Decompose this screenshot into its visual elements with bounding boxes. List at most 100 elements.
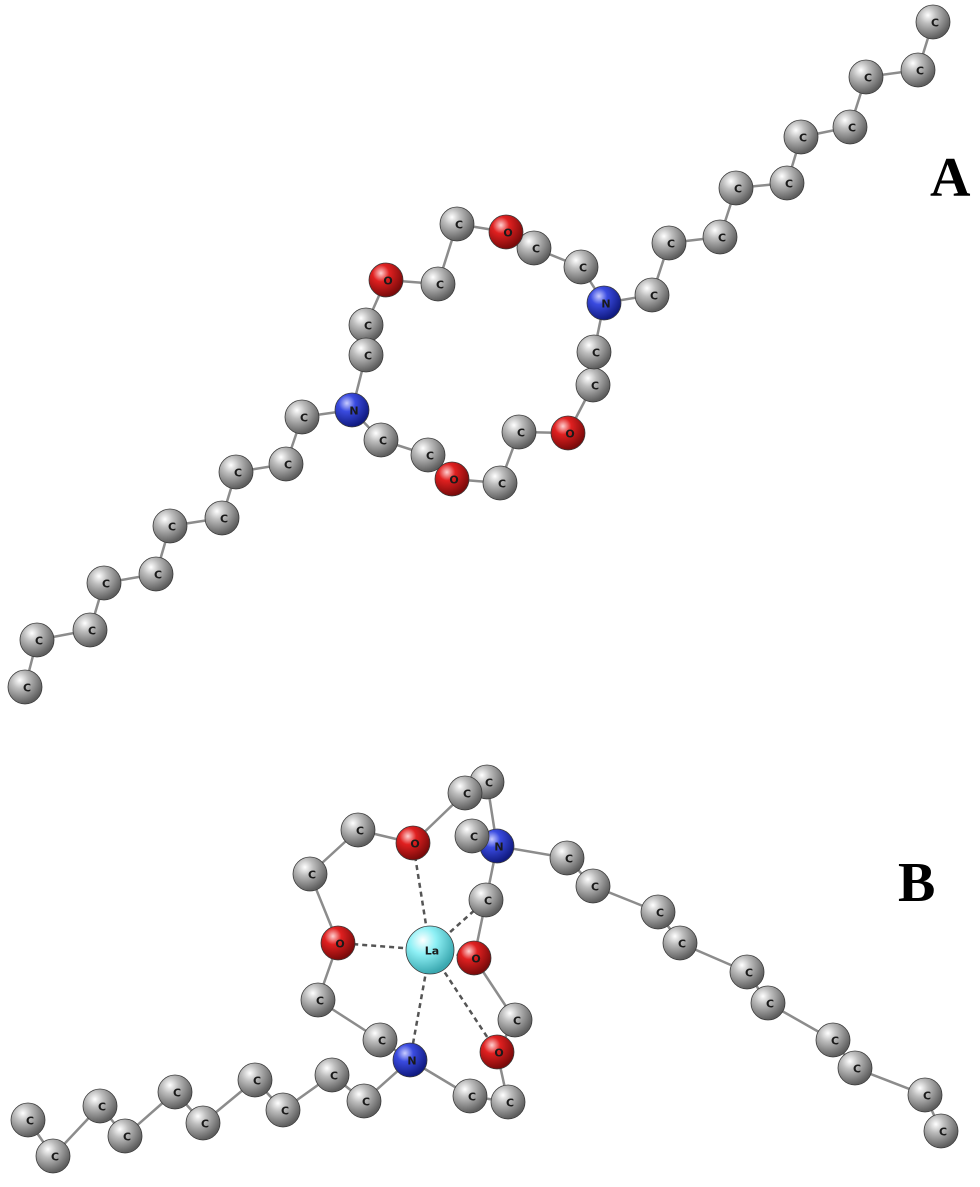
atom-sphere (314, 1057, 350, 1093)
atom-sphere (576, 334, 612, 370)
atom-label: C (379, 435, 387, 448)
atom-label: C (234, 467, 242, 480)
structure-b-carbon-atom: C (490, 1084, 526, 1120)
structure-a-carbon-atom: C (348, 337, 384, 373)
atom-label: C (718, 232, 726, 245)
atom-sphere (420, 266, 456, 302)
atom-sphere (346, 1083, 382, 1119)
atom-label: C (848, 122, 856, 135)
atom-sphere (410, 437, 446, 473)
structure-a-carbon-atom: C (268, 446, 304, 482)
atom-label: C (436, 279, 444, 292)
atom-label: C (916, 65, 924, 78)
atom-sphere (783, 119, 819, 155)
structure-a-carbon-atom: C (718, 170, 754, 206)
atom-label: O (335, 938, 344, 951)
atom-label: C (506, 1097, 514, 1110)
atom-sphere (395, 825, 431, 861)
atom-sphere (292, 856, 328, 892)
atom-sphere (434, 461, 470, 497)
atom-sphere (490, 1084, 526, 1120)
structure-b-carbon-atom: C (750, 985, 786, 1021)
atom-sphere (915, 4, 951, 40)
structure-b-carbon-atom: C (575, 868, 611, 904)
structure-b-carbon-atom: C (157, 1074, 193, 1110)
atom-sphere (907, 1077, 943, 1113)
atom-sphere (284, 399, 320, 435)
atom-label: C (498, 478, 506, 491)
atom-label: C (23, 682, 31, 695)
atom-label: C (154, 569, 162, 582)
atom-label: C (168, 521, 176, 534)
atom-sphere (237, 1062, 273, 1098)
structure-a-carbon-atom: C (138, 556, 174, 592)
atom-label: C (26, 1115, 34, 1128)
atom-sphere (662, 925, 698, 961)
atom-label: C (939, 1126, 947, 1139)
atom-sphere (651, 225, 687, 261)
atom-label: C (470, 831, 478, 844)
structure-a-carbon-atom: C (516, 230, 552, 266)
structure-b-carbon-atom: C (35, 1138, 71, 1174)
atom-label: C (579, 262, 587, 275)
atom-label: C (35, 635, 43, 648)
structure-b-carbon-atom: C (497, 1002, 533, 1038)
atom-label: C (463, 788, 471, 801)
atom-sphere (923, 1113, 959, 1149)
structure-b-carbon-atom: C (549, 840, 585, 876)
structure-b-carbon-atom: C (452, 1078, 488, 1114)
atom-label: C (253, 1075, 261, 1088)
atom-label: C (364, 320, 372, 333)
structure-a-carbon-atom: C (363, 422, 399, 458)
atom-sphere (320, 925, 356, 961)
atom-sphere (501, 414, 537, 450)
panel-label-a: A (930, 147, 971, 209)
atom-label: C (864, 72, 872, 85)
atom-label: C (650, 290, 658, 303)
structure-a-carbon-atom: C (783, 119, 819, 155)
atom-sphere (107, 1118, 143, 1154)
structure-a-carbon-atom: C (501, 414, 537, 450)
structure-b-carbon-atom: C (237, 1062, 273, 1098)
structure-a-carbon-atom: C (439, 206, 475, 242)
atom-sphere (468, 882, 504, 918)
structure-b-carbon-atom: C (300, 982, 336, 1018)
atom-label: C (484, 895, 492, 908)
structure-b-carbon-atom: C (907, 1077, 943, 1113)
atom-sphere (35, 1138, 71, 1174)
atom-sphere (563, 249, 599, 285)
atom-sphere (204, 500, 240, 536)
structure-a-carbon-atom: C (769, 165, 805, 201)
atom-sphere (405, 925, 455, 975)
structure-a-carbon-atom: C (915, 4, 951, 40)
structure-a-carbon-atom: C (86, 565, 122, 601)
structure-a-carbon-atom: C (832, 109, 868, 145)
atom-sphere (832, 109, 868, 145)
structure-b-nitrogen-atom: N (392, 1042, 428, 1078)
atom-label: C (98, 1101, 106, 1114)
structure-a-carbon-atom: C (218, 454, 254, 490)
atom-label: C (102, 578, 110, 591)
atom-label: C (831, 1035, 839, 1048)
atom-label: N (349, 405, 358, 418)
atom-label: C (378, 1035, 386, 1048)
atom-sphere (516, 230, 552, 266)
atom-sphere (334, 392, 370, 428)
atom-sphere (750, 985, 786, 1021)
atom-label: N (407, 1055, 416, 1068)
structure-b-carbon-atom: C (447, 775, 483, 811)
structure-b-carbon-atom: C (107, 1118, 143, 1154)
structure-b-carbon-atom: C (837, 1050, 873, 1086)
atom-label: C (284, 459, 292, 472)
atom-label: C (799, 132, 807, 145)
atom-label: C (485, 777, 493, 790)
atom-sphere (392, 1042, 428, 1078)
atom-label: C (201, 1118, 209, 1131)
structure-a-carbon-atom: C (651, 225, 687, 261)
atom-label: C (426, 450, 434, 463)
atom-label: C (316, 995, 324, 1008)
atom-sphere (640, 894, 676, 930)
structure-a-carbon-atom: C (72, 612, 108, 648)
structure-a-carbon-atom: C (348, 307, 384, 343)
